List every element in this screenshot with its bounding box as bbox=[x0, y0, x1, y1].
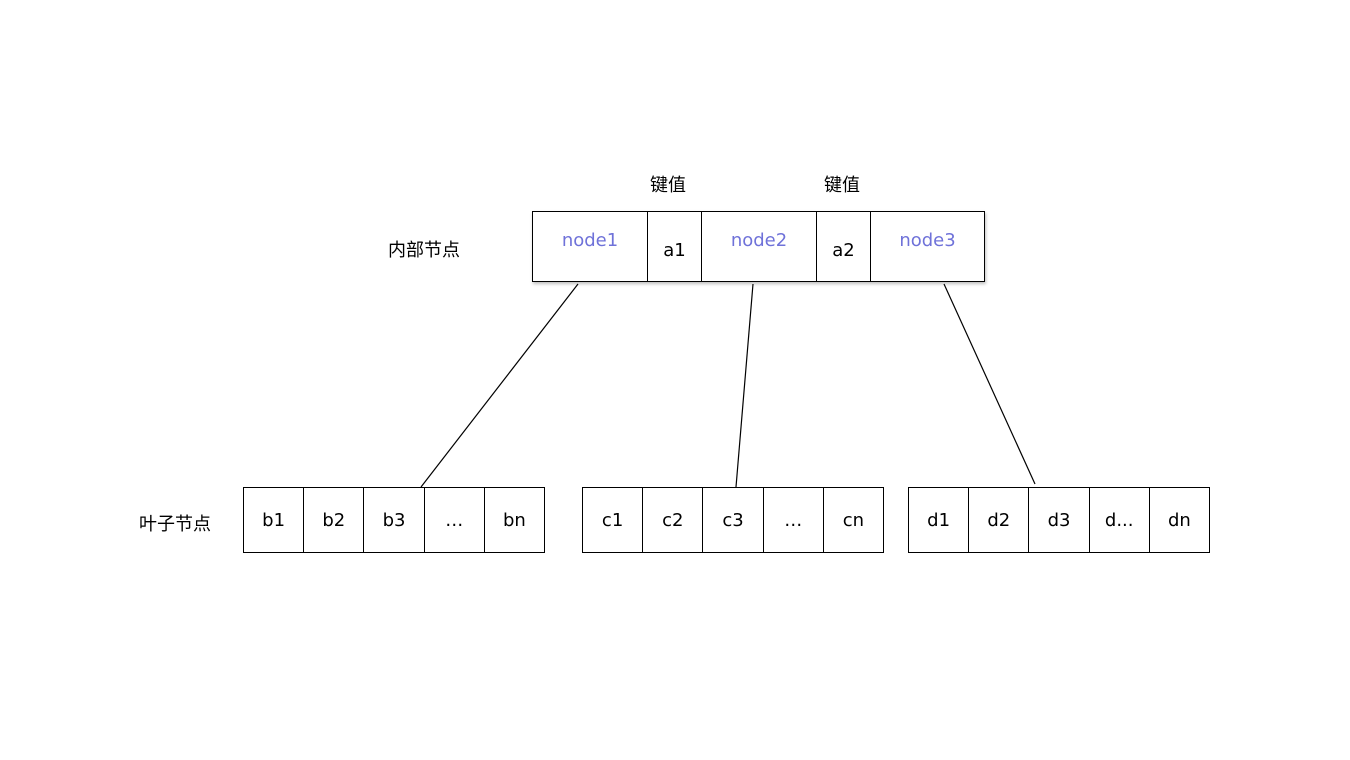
leaf-node-c: c1 c2 c3 … cn bbox=[582, 487, 884, 553]
internal-pointer-cell: node2 bbox=[702, 212, 817, 281]
leaf-cell: d2 bbox=[969, 488, 1030, 552]
leaf-cell: c1 bbox=[583, 488, 644, 552]
connector-line-node1-to-leaf-b bbox=[420, 283, 579, 488]
leaf-cell: d3 bbox=[1029, 488, 1090, 552]
leaf-cell: b3 bbox=[364, 488, 425, 552]
leaf-cell: d... bbox=[1090, 488, 1150, 552]
leaf-cell: dn bbox=[1167, 509, 1191, 531]
internal-key-cell: a2 bbox=[817, 212, 871, 281]
leaf-cell: b1 bbox=[244, 488, 305, 552]
key-value-label: 键值 bbox=[824, 175, 860, 196]
internal-pointer-text: node3 bbox=[899, 230, 956, 251]
internal-node-label: 内部节点 bbox=[388, 240, 460, 261]
internal-key-text: a2 bbox=[832, 240, 855, 261]
internal-pointer-cell: node3 bbox=[871, 212, 984, 281]
internal-node: node1 a1 node2 a2 node3 bbox=[532, 211, 985, 282]
connector-line-node3-to-leaf-d bbox=[943, 283, 1036, 485]
key-value-label: 键值 bbox=[650, 175, 686, 196]
leaf-node-label: 叶子节点 bbox=[139, 514, 211, 535]
internal-pointer-text: node2 bbox=[730, 230, 788, 251]
leaf-cell: d1 bbox=[909, 488, 970, 552]
leaf-cell: c2 bbox=[643, 488, 704, 552]
internal-key-cell: a1 bbox=[648, 212, 702, 281]
leaf-cell: c3 bbox=[703, 488, 764, 552]
leaf-cell: … bbox=[425, 488, 485, 552]
internal-pointer-cell: node1 bbox=[533, 212, 648, 281]
internal-pointer-text: node1 bbox=[561, 230, 619, 251]
leaf-node-d: d1 d2 d3 d... dn bbox=[908, 487, 1210, 553]
leaf-cell: b2 bbox=[304, 488, 365, 552]
connector-line-node2-to-leaf-c bbox=[735, 283, 754, 488]
leaf-cell: cn bbox=[842, 509, 865, 531]
leaf-cell: … bbox=[764, 488, 824, 552]
internal-key-text: a1 bbox=[663, 240, 686, 261]
leaf-node-b: b1 b2 b3 … bn bbox=[243, 487, 545, 553]
leaf-cell: bn bbox=[502, 509, 526, 531]
